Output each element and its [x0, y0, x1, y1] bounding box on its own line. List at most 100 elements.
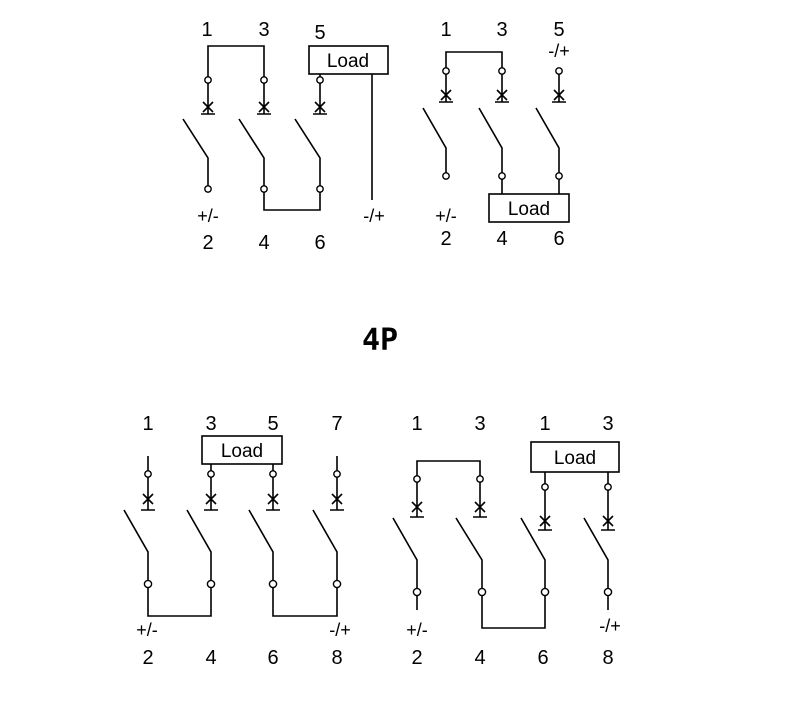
contact-x-icon: [538, 490, 552, 531]
terminal: [332, 579, 342, 589]
terminal: [540, 587, 550, 597]
terminal-number: 4: [474, 647, 485, 669]
contact-x-icon: [495, 74, 509, 103]
terminal-number: 4: [205, 647, 216, 669]
terminal-number: 7: [331, 413, 342, 435]
terminal-number: 6: [537, 647, 548, 669]
polarity-label: +/-: [197, 206, 219, 226]
terminal: [476, 475, 484, 483]
polarity-label: +/-: [406, 620, 428, 640]
terminal-number: 3: [602, 413, 613, 435]
terminal-number: 2: [440, 228, 451, 250]
contact-x-icon: [439, 74, 453, 103]
polarity-label: -/+: [363, 206, 385, 226]
switch-blade: [238, 118, 265, 186]
jumper-wire: [207, 45, 265, 80]
polarity-label: -/+: [329, 620, 351, 640]
terminal-number: 2: [142, 647, 153, 669]
load-label: Load: [221, 441, 263, 462]
wire: [501, 179, 560, 194]
load-label: Load: [327, 51, 369, 72]
terminal: [268, 579, 278, 589]
jumper-wire: [416, 460, 481, 476]
terminal: [207, 470, 215, 478]
contact-x-icon: [552, 74, 566, 103]
polarity-label: -/+: [548, 41, 570, 61]
terminal: [333, 470, 341, 478]
contact-x-icon: [141, 456, 155, 511]
terminal-number: 6: [267, 647, 278, 669]
terminal-number: 6: [553, 228, 564, 250]
terminal: [477, 587, 487, 597]
switch-blade: [312, 509, 338, 581]
polarity-label: -/+: [599, 616, 621, 636]
polarity-label: +/-: [136, 620, 158, 640]
terminal: [206, 579, 216, 589]
terminal-number: 2: [411, 647, 422, 669]
terminal: [144, 470, 152, 478]
contact-x-icon: [601, 490, 615, 531]
jumper-wire: [263, 192, 321, 211]
diagram-4p-a: 1 3 5 7 Load +/- -/+ 2 4 6 8: [123, 413, 351, 669]
terminal-number: 1: [440, 19, 451, 41]
terminal: [555, 67, 563, 75]
terminal: [498, 67, 506, 75]
terminal-number: 3: [258, 19, 269, 41]
terminal: [604, 483, 612, 491]
load-box: [308, 45, 389, 75]
contact-x-icon: [410, 482, 424, 518]
contact-x-icon: [266, 477, 280, 511]
load-label: Load: [508, 199, 550, 220]
section-title: 4P: [362, 323, 398, 358]
terminal-number: 3: [205, 413, 216, 435]
terminal: [269, 470, 277, 478]
terminal: [412, 587, 422, 597]
jumper-wire: [481, 596, 546, 629]
switch-blade: [186, 509, 212, 581]
contact-x-icon: [313, 83, 327, 115]
terminal-number: 3: [496, 19, 507, 41]
terminal: [413, 475, 421, 483]
load-label: Load: [554, 448, 596, 469]
terminal: [316, 76, 324, 84]
terminal: [260, 185, 268, 193]
switch-blade: [583, 517, 609, 589]
switch-blade: [478, 107, 503, 173]
contact-x-icon: [330, 456, 344, 511]
terminal: [316, 185, 324, 193]
terminal: [204, 185, 212, 193]
switch-blade: [455, 517, 483, 589]
switch-blade: [422, 107, 447, 173]
terminal: [555, 172, 563, 180]
switch-blade: [535, 107, 560, 173]
terminal: [603, 587, 613, 597]
contact-x-icon: [201, 83, 215, 115]
terminal-number: 1: [201, 19, 212, 41]
terminal-number: 8: [602, 647, 613, 669]
load-box: [530, 441, 620, 473]
terminal: [204, 76, 212, 84]
terminal-number: 5: [553, 19, 564, 41]
jumper-wire: [147, 588, 212, 617]
terminal: [442, 172, 450, 180]
load-box: [201, 435, 283, 465]
terminal-number: 6: [314, 232, 325, 254]
terminal-number: 5: [267, 413, 278, 435]
terminal-number: 4: [258, 232, 269, 254]
terminal-number: 8: [331, 647, 342, 669]
terminal: [541, 483, 549, 491]
terminal: [498, 172, 506, 180]
jumper-wire: [445, 51, 503, 68]
terminal: [143, 579, 153, 589]
wire: [210, 464, 274, 471]
terminal-number: 1: [142, 413, 153, 435]
switch-blade: [182, 118, 209, 186]
terminal-number: 5: [314, 22, 325, 44]
diagram-3p-b: 1 3 5 -/+ Load +/- 2 4 6: [422, 19, 570, 250]
contact-x-icon: [204, 477, 218, 511]
terminal-number: 1: [539, 413, 550, 435]
jumper-wire: [272, 588, 338, 617]
terminal-number: 2: [202, 232, 213, 254]
terminal-number: 3: [474, 413, 485, 435]
